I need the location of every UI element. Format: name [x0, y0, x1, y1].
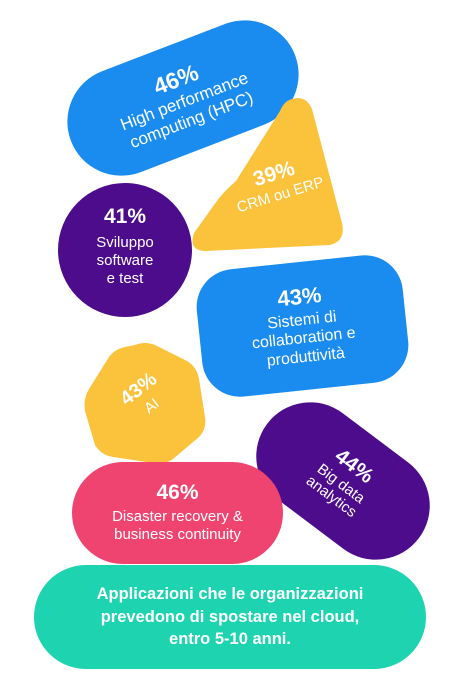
caption-box: Applicazioni che le organizzazioni preve… [34, 565, 426, 669]
sistemi-percent: 43% [276, 281, 323, 312]
sistemi-bubble: 43% Sistemi di collaboration e produttiv… [192, 251, 413, 401]
disaster-bubble: 46% Disaster recovery & business continu… [72, 462, 283, 564]
sviluppo-label-line-1: Sviluppo [96, 234, 154, 252]
sviluppo-percent: 41% [103, 204, 147, 228]
crm-bubble: 39% CRM ou ERP [184, 93, 346, 253]
caption-text: Applicazioni che le organizzazioni preve… [97, 583, 364, 651]
sviluppo-label-line-2: software [96, 252, 154, 270]
disaster-label-line-1: Disaster recovery & [112, 508, 243, 526]
sviluppo-label-line-3: e test [106, 270, 144, 288]
disaster-label-line-2: business continuity [114, 526, 241, 544]
ai-bubble: 43% AI [83, 341, 207, 465]
caption-line-3: entro 5-10 anni. [169, 630, 291, 649]
caption-line-1: Applicazioni che le organizzazioni [96, 584, 364, 603]
sviluppo-bubble: 41% Sviluppo software e test [58, 183, 192, 317]
disaster-percent: 46% [156, 480, 199, 504]
crm-triangle-shape [192, 98, 343, 251]
caption-line-2: prevedono di spostare nel cloud, [100, 607, 360, 626]
ai-heptagon-shape [84, 343, 206, 464]
